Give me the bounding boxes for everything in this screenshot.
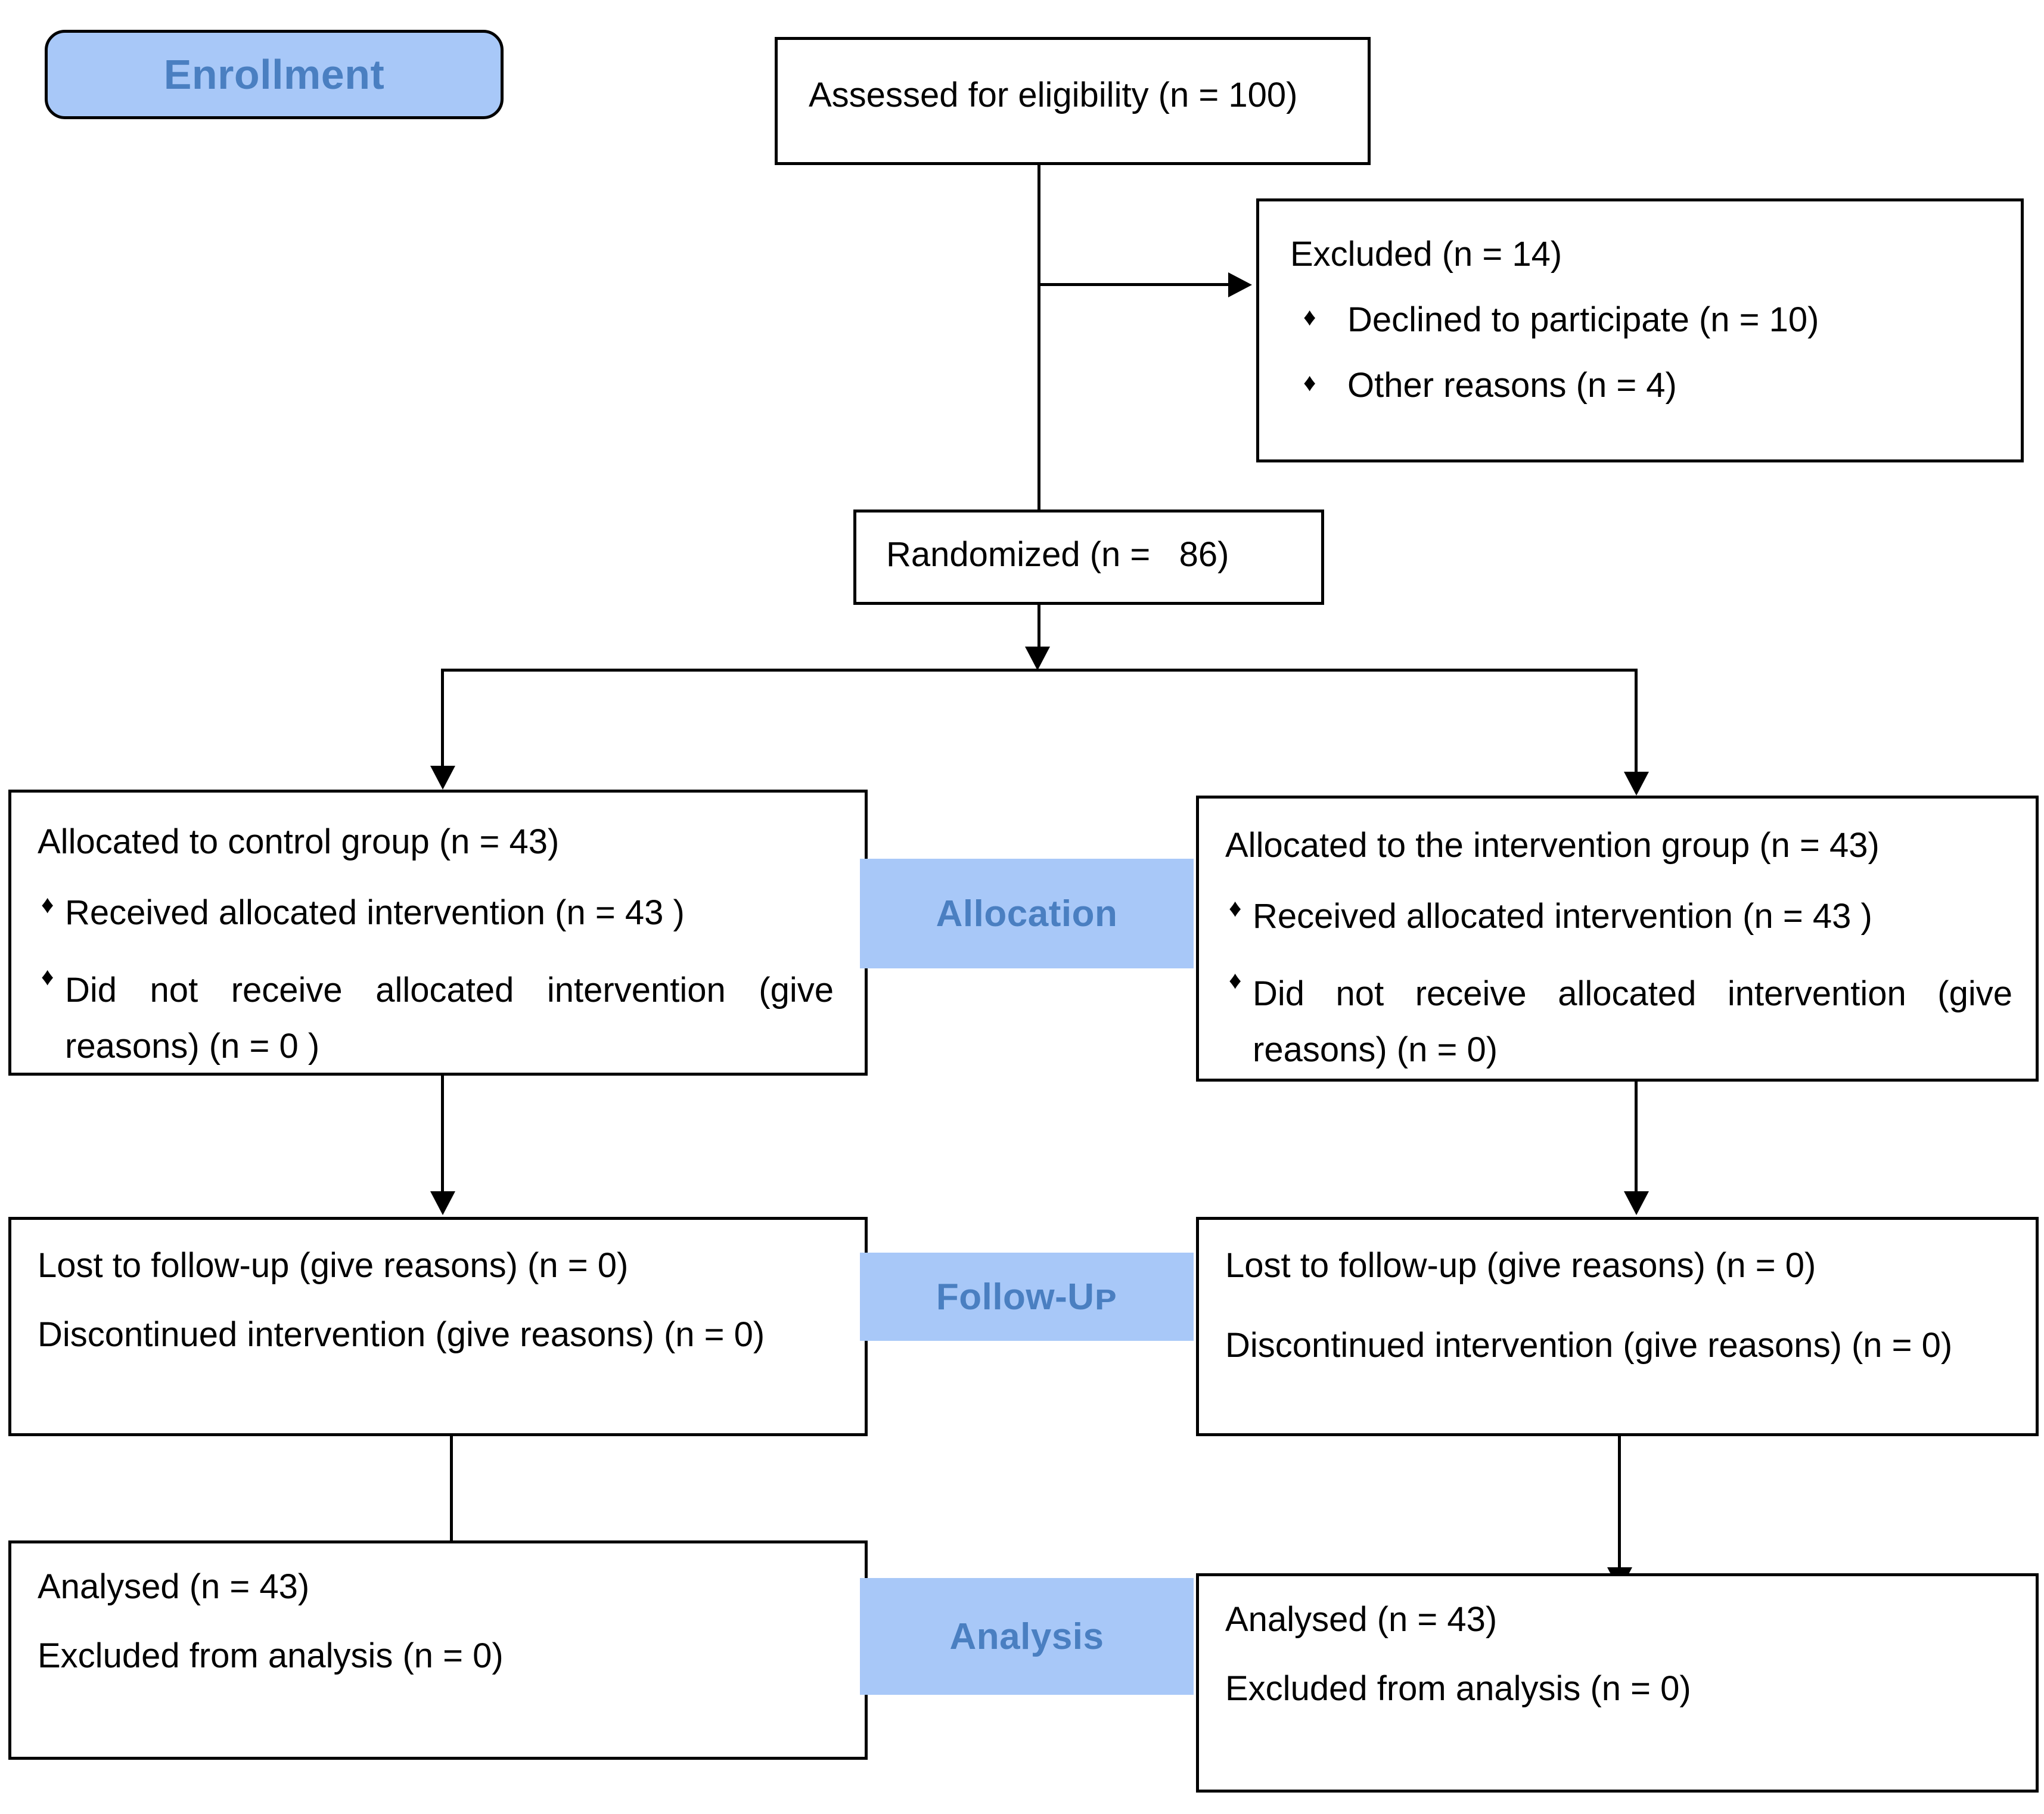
arrowhead-to-split-bar bbox=[1025, 647, 1050, 670]
stage-badge-followup-label: Follow-Uᴘ bbox=[936, 1276, 1118, 1318]
node-followup-intervention-line-1: Lost to follow-up (give reasons) (n = 0) bbox=[1225, 1246, 1816, 1285]
node-allocated-control-bullet-1: Received allocated intervention (n = 43 … bbox=[38, 889, 836, 935]
connector-randomized-down bbox=[1037, 605, 1040, 648]
node-excluded-body: Excluded (n = 14) Declined to participat… bbox=[1290, 237, 1997, 403]
node-randomized: Randomized (n = 86) bbox=[853, 510, 1324, 605]
node-analysis-control-body: Analysed (n = 43) Excluded from analysis… bbox=[38, 1570, 842, 1673]
stage-badge-analysis: Analysis bbox=[860, 1578, 1194, 1695]
node-followup-control-body: Lost to follow-up (give reasons) (n = 0)… bbox=[38, 1248, 842, 1352]
node-analysis-control-line-2: Excluded from analysis (n = 0) bbox=[38, 1636, 504, 1675]
stage-badge-allocation-label: Allocation bbox=[936, 893, 1118, 934]
node-analysis-intervention-body: Analysed (n = 43) Excluded from analysis… bbox=[1225, 1602, 2006, 1706]
node-followup-control: Lost to follow-up (give reasons) (n = 0)… bbox=[8, 1217, 868, 1436]
stage-badge-enrollment-label: Enrollment bbox=[163, 51, 385, 98]
node-allocated-intervention-heading: Allocated to the intervention group (n =… bbox=[1225, 826, 1880, 865]
node-allocated-intervention: Allocated to the intervention group (n =… bbox=[1196, 796, 2039, 1082]
node-allocated-intervention-body: Allocated to the intervention group (n =… bbox=[1225, 828, 2012, 1078]
connector-split-right-down bbox=[1635, 669, 1638, 773]
connector-intervention-alloc-to-followup bbox=[1635, 1082, 1638, 1192]
node-followup-control-line-2: Discontinued intervention (give reasons)… bbox=[38, 1315, 765, 1354]
stage-badge-enrollment: Enrollment bbox=[45, 30, 504, 119]
connector-assessed-trunk bbox=[1037, 165, 1040, 536]
connector-branch-to-excluded bbox=[1037, 283, 1228, 286]
node-followup-intervention: Lost to follow-up (give reasons) (n = 0)… bbox=[1196, 1217, 2039, 1436]
stage-badge-followup: Follow-Uᴘ bbox=[860, 1253, 1194, 1341]
node-followup-intervention-line-2: Discontinued intervention (give reasons)… bbox=[1225, 1326, 1953, 1365]
node-allocated-control-bullet-2: Did not receive allocated intervention (… bbox=[38, 961, 834, 1074]
node-allocated-intervention-bullet-1: Received allocated intervention (n = 43 … bbox=[1225, 893, 2012, 939]
node-allocated-control: Allocated to control group (n = 43) Rece… bbox=[8, 790, 868, 1076]
node-analysis-intervention: Analysed (n = 43) Excluded from analysis… bbox=[1196, 1573, 2039, 1793]
node-assessed-for-eligibility: Assessed for eligibility (n = 100) bbox=[775, 37, 1371, 165]
connector-control-followup-to-analysis bbox=[450, 1436, 453, 1549]
connector-split-left-down bbox=[441, 669, 444, 767]
stage-badge-analysis-label: Analysis bbox=[949, 1616, 1104, 1657]
node-excluded-heading: Excluded (n = 14) bbox=[1290, 235, 1562, 274]
node-allocated-control-body: Allocated to control group (n = 43) Rece… bbox=[38, 825, 836, 1074]
node-analysis-control-line-1: Analysed (n = 43) bbox=[38, 1567, 310, 1606]
node-followup-control-line-1: Lost to follow-up (give reasons) (n = 0) bbox=[38, 1246, 629, 1285]
stage-badge-allocation: Allocation bbox=[860, 859, 1194, 968]
node-allocated-intervention-bullet-2: Did not receive allocated intervention (… bbox=[1225, 965, 2012, 1078]
arrowhead-to-excluded bbox=[1228, 272, 1252, 297]
node-randomized-text: Randomized (n = 86) bbox=[886, 535, 1229, 574]
node-analysis-control: Analysed (n = 43) Excluded from analysis… bbox=[8, 1540, 868, 1760]
node-excluded-bullet-1: Declined to participate (n = 10) bbox=[1290, 302, 1997, 337]
node-assessed-text: Assessed for eligibility (n = 100) bbox=[809, 76, 1298, 114]
node-excluded-bullet-2: Other reasons (n = 4) bbox=[1290, 367, 1997, 403]
node-analysis-intervention-line-2: Excluded from analysis (n = 0) bbox=[1225, 1669, 1691, 1708]
node-analysis-intervention-line-1: Analysed (n = 43) bbox=[1225, 1600, 1498, 1639]
arrowhead-to-intervention-followup bbox=[1624, 1191, 1649, 1215]
connector-split-bar bbox=[441, 669, 1638, 672]
node-excluded: Excluded (n = 14) Declined to participat… bbox=[1256, 198, 2024, 462]
connector-control-alloc-to-followup bbox=[441, 1076, 444, 1192]
arrowhead-to-control-allocation bbox=[430, 766, 455, 790]
connector-intervention-followup-to-analysis bbox=[1618, 1436, 1621, 1568]
node-allocated-control-heading: Allocated to control group (n = 43) bbox=[38, 822, 560, 861]
node-followup-intervention-body: Lost to follow-up (give reasons) (n = 0)… bbox=[1225, 1248, 2006, 1374]
arrowhead-to-intervention-allocation bbox=[1624, 772, 1649, 796]
arrowhead-to-control-followup bbox=[430, 1191, 455, 1215]
